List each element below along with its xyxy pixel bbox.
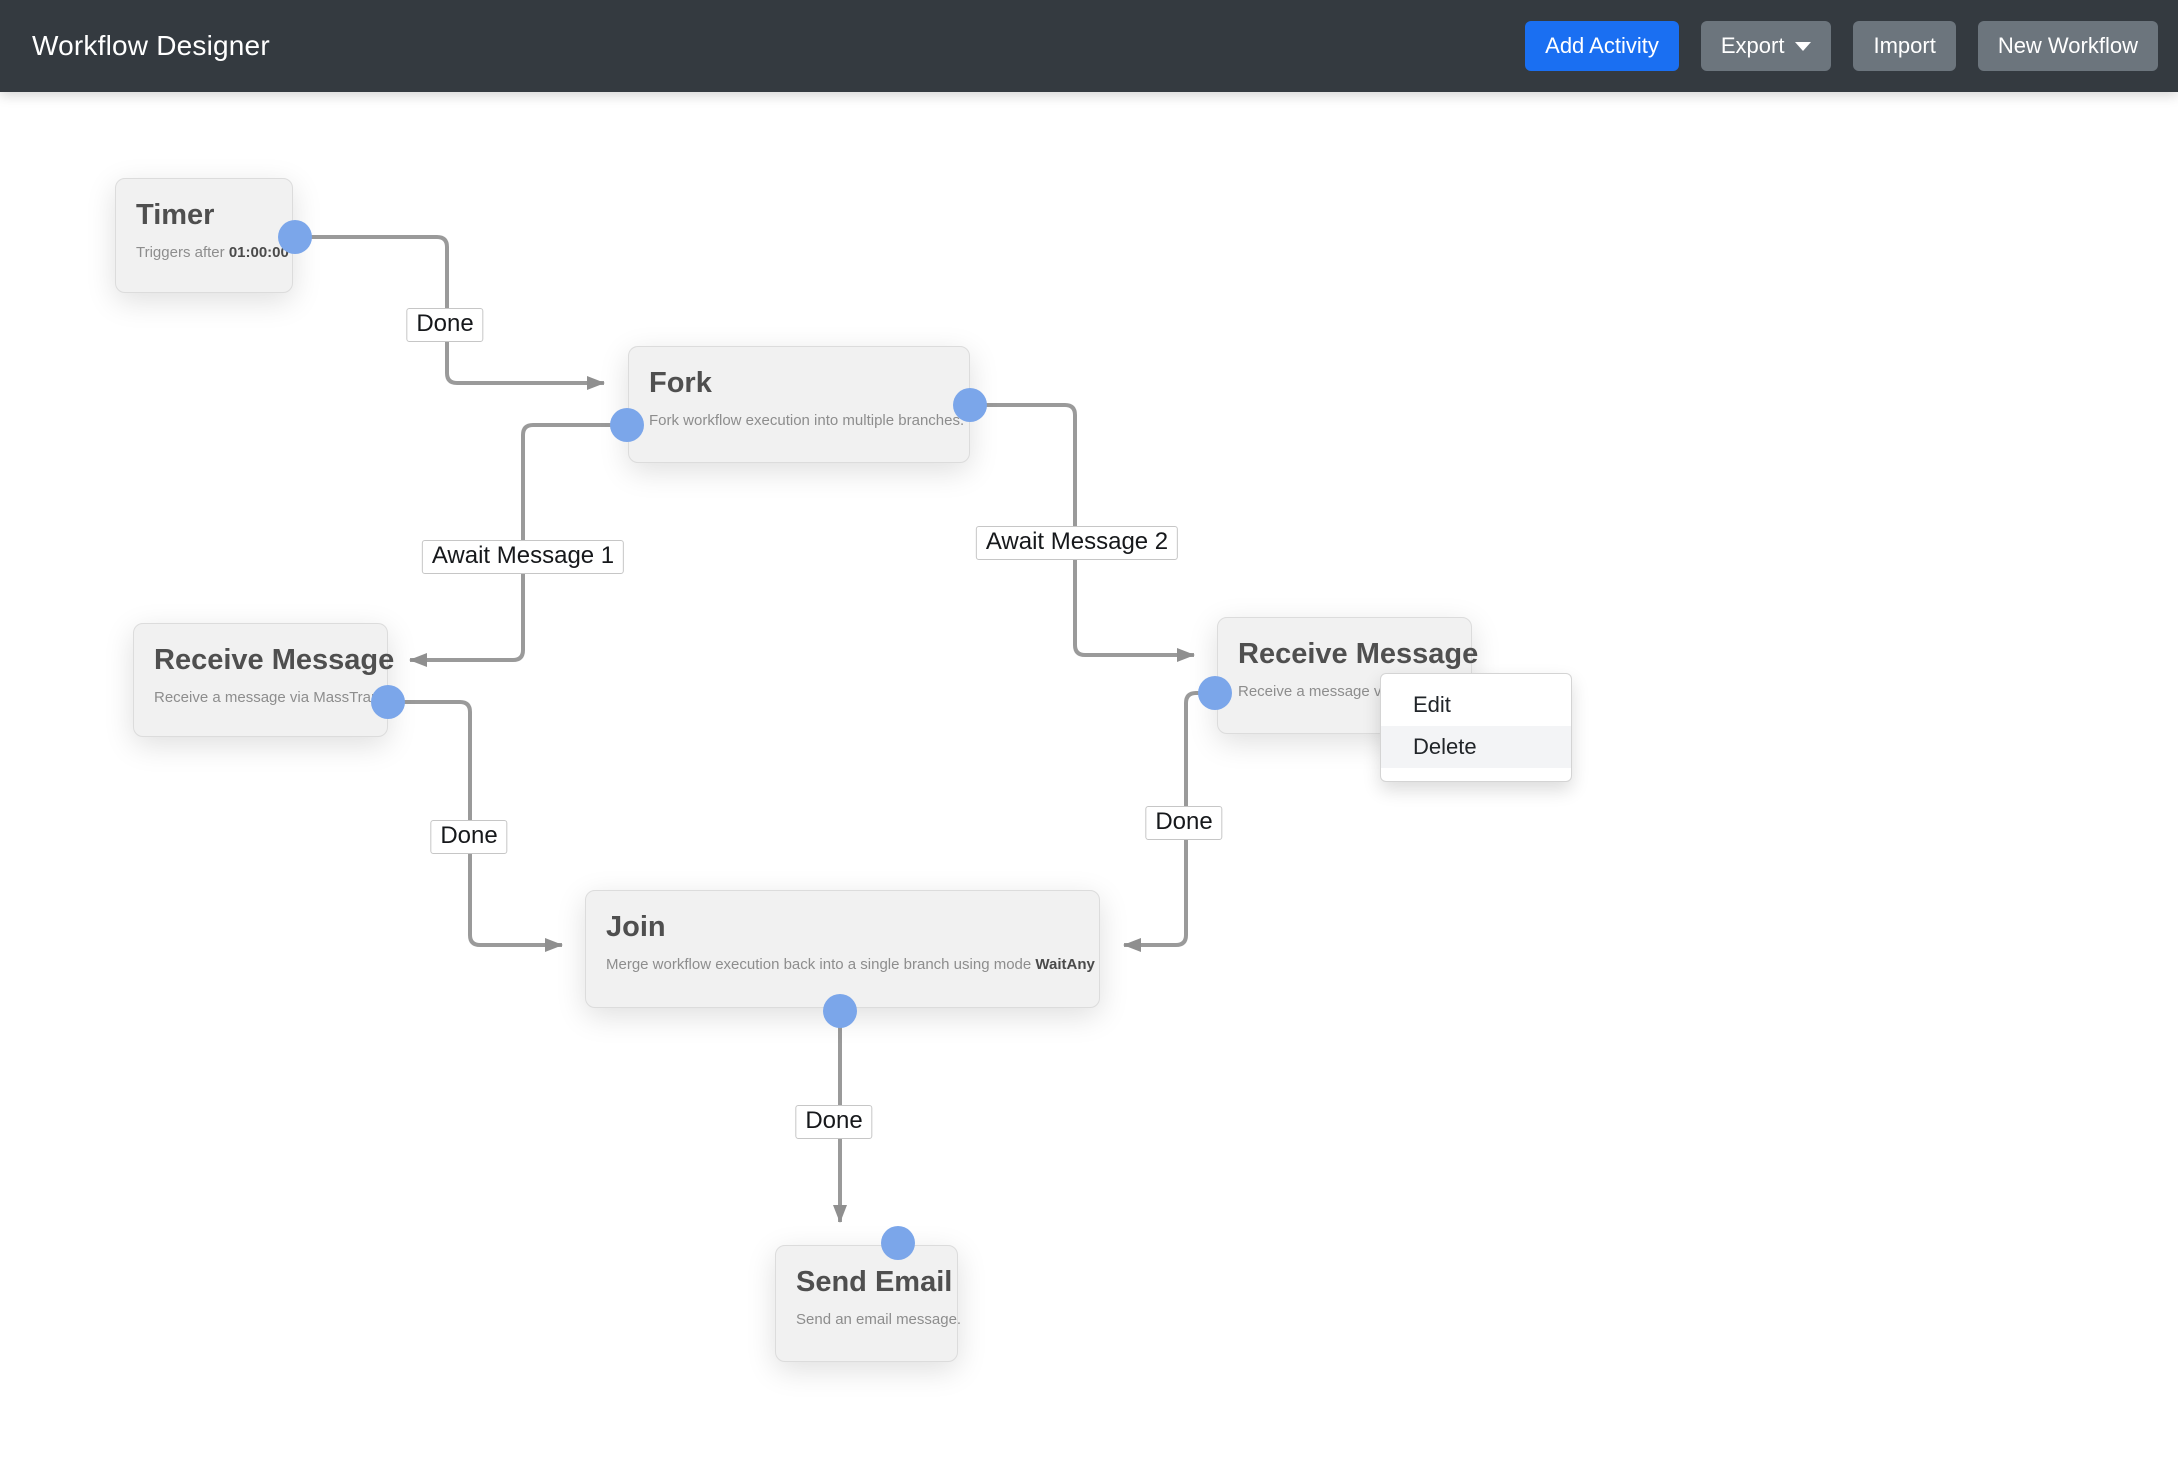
context-menu-item-edit[interactable]: Edit [1413,692,1451,717]
node-description: Send an email message. [796,1311,961,1328]
export-dropdown-button[interactable]: Export [1700,21,1832,71]
node-description: Triggers after 01:00:00 [136,244,289,261]
connector-dot[interactable] [610,408,644,442]
import-button[interactable]: Import [1853,21,1956,71]
new-workflow-button[interactable]: New Workflow [1977,21,2158,71]
app-title: Workflow Designer [32,30,270,61]
node-description: Receive a message via MassTransit. [154,689,399,706]
top-navbar: Workflow Designer Add Activity Export Im… [0,0,2178,92]
node-description: Merge workflow execution back into a sin… [606,956,1095,973]
node-title: Receive Message [1238,638,1479,670]
node-description-text: Merge workflow execution back into a sin… [606,956,1036,973]
node-title: Join [606,911,666,943]
edge-label-fork-receive1: Await Message 1 [421,540,625,574]
connector-dot[interactable] [823,994,857,1028]
node-description-text: Fork workflow execution into multiple br… [649,412,965,429]
navbar-buttons: Add Activity Export Import New Workflow [1525,21,2158,71]
node-title: Fork [649,367,712,399]
connector-dot[interactable] [278,220,312,254]
add-activity-button[interactable]: Add Activity [1525,21,1679,71]
edge-label-join-sendemail: Done [795,1105,873,1139]
context-menu-item-delete[interactable]: Delete [1381,726,1571,768]
node-description-bold: 01:00:00 [228,244,289,261]
node-title: Receive Message [154,644,395,676]
connector-dot[interactable] [1198,676,1232,710]
node-description-text: Receive a message via MassTransit. [154,689,399,706]
node-title: Send Email [796,1266,953,1298]
node-description-text: Triggers after [136,244,229,261]
edge-label-receive2-join: Done [1145,806,1223,840]
connector-dot[interactable] [953,388,987,422]
edge-label-timer-fork: Done [406,308,484,342]
connector-dot[interactable] [881,1226,915,1260]
edge-label-fork-receive2: Await Message 2 [975,526,1179,560]
chevron-down-icon [1795,41,1812,51]
node-description-text: Send an email message. [796,1311,962,1328]
node-description-bold: WaitAny [1035,956,1095,973]
connector-dot[interactable] [371,685,405,719]
node-description: Fork workflow execution into multiple br… [649,412,964,429]
export-button-label: Export [1720,33,1785,58]
edge-label-receive1-join: Done [430,820,508,854]
node-title: Timer [136,199,215,231]
